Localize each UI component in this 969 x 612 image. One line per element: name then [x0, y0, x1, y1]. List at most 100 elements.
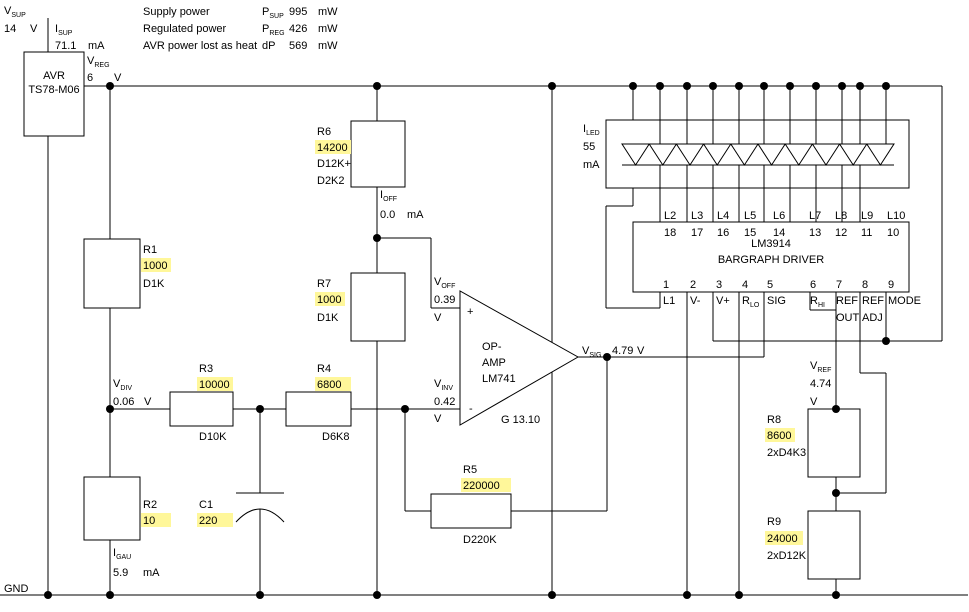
vsup-symbol: VSUP [4, 5, 26, 19]
r6-box [350, 120, 406, 188]
driver-bottom-pin-number: 8 [862, 279, 868, 291]
opamp-gain: G 13.10 [501, 414, 540, 426]
r9-code: 2xD12K [767, 550, 807, 562]
isup-unit: mA [88, 40, 105, 52]
junction-dot [603, 353, 611, 361]
driver-name: LM3914 [751, 238, 791, 250]
isup-value: 71.1 [55, 40, 76, 52]
driver-bottom-pin-number: 3 [716, 279, 722, 291]
iled-value: 55 [583, 141, 595, 153]
junction-dot [735, 82, 743, 90]
vref-unit: V [810, 396, 818, 408]
driver-bottom-label: RLO [742, 295, 760, 309]
driver-top-label: L9 [861, 210, 873, 222]
driver-bottom-label: MODE [888, 295, 921, 307]
junction-dot [882, 337, 890, 345]
iled-symbol: ILED [583, 123, 600, 137]
voff-value: 0.39 [434, 294, 455, 306]
junction-dot [683, 82, 691, 90]
c1-value: 220 [199, 515, 217, 527]
vsig-value: 4.79 [612, 345, 633, 357]
driver-bottom-label: L1 [663, 295, 675, 307]
led-diode [648, 143, 678, 166]
r1-value: 1000 [143, 260, 167, 272]
driver-top-label: L6 [773, 210, 785, 222]
driver-bottom-label: SIG [767, 295, 786, 307]
iled-unit: mA [583, 159, 600, 171]
driver-bottom-pin-number: 2 [690, 279, 696, 291]
driver-top-pin-number: 11 [861, 227, 872, 239]
r1-value-highlight [141, 258, 171, 272]
junction-dot [373, 234, 381, 242]
r7-value: 1000 [317, 294, 341, 306]
junction-dot [106, 82, 114, 90]
r3-value-highlight [197, 377, 233, 391]
r9-name: R9 [767, 516, 781, 528]
vref-value: 4.74 [810, 378, 831, 390]
junction-dot [882, 82, 890, 90]
vreg-unit: V [114, 72, 122, 84]
opamp-label-line1: OP- [482, 341, 502, 353]
r8-name: R8 [767, 414, 781, 426]
r9-value-highlight [765, 531, 803, 545]
r7-box [350, 272, 406, 342]
ioff-symbol: IOFF [380, 189, 397, 203]
r4-value-highlight [315, 377, 351, 391]
driver-box [632, 221, 910, 293]
driver-bottom-label: V+ [716, 295, 730, 307]
driver-bottom-pin-number: 4 [742, 279, 748, 291]
driver-top-pins [659, 86, 887, 222]
ioff-unit: mA [407, 209, 424, 221]
led-diode [811, 143, 841, 166]
driver-bottom-pin-number: 1 [663, 279, 669, 291]
r8-value-highlight [765, 428, 795, 442]
driver-bottom-label-line2: OUT [836, 312, 860, 324]
igau-unit: mA [143, 567, 160, 579]
r3-name: R3 [199, 363, 213, 375]
vdiv-value: 0.06 [113, 396, 134, 408]
driver-bottom-pin-number: 7 [836, 279, 842, 291]
r6-code1: D12K+ [317, 158, 351, 170]
junction-dot [760, 82, 768, 90]
r5-name: R5 [463, 464, 477, 476]
junction-dot [683, 591, 691, 599]
regulator-label-line2: TS78-M06 [28, 84, 79, 96]
junction-dot [401, 405, 409, 413]
r8-value: 8600 [767, 430, 791, 442]
driver-bottom-pin-number: 5 [767, 279, 773, 291]
r2-value-highlight [141, 513, 171, 527]
r6-code2: D2K2 [317, 175, 345, 187]
r8-code: 2xD4K3 [767, 447, 806, 459]
r6-value: 14200 [317, 142, 348, 154]
vinv-symbol: VINV [434, 378, 453, 392]
r3-code: D10K [199, 431, 227, 443]
vsup-unit: V [30, 23, 38, 35]
led-diode [865, 143, 895, 166]
r3-box [169, 391, 234, 427]
isup-symbol: ISUP [55, 23, 73, 37]
opamp-plus-sign: + [467, 306, 473, 318]
led-array [621, 143, 895, 166]
r1-box [83, 238, 141, 309]
r8-box [807, 408, 861, 478]
junction-dot [106, 591, 114, 599]
r5-value-highlight [461, 478, 511, 492]
junction-dot [373, 82, 381, 90]
junction-dot [786, 82, 794, 90]
junction-dot [106, 405, 114, 413]
driver-top-pin-number: 14 [773, 227, 785, 239]
voff-unit: V [434, 312, 442, 324]
junction-dot [373, 591, 381, 599]
junction-dots [44, 82, 890, 599]
ioff-value: 0.0 [380, 209, 395, 221]
led-diode [729, 143, 759, 166]
led-bar-box [605, 119, 910, 189]
driver-top-label: L7 [809, 210, 821, 222]
opamp-label-line3: LM741 [482, 373, 516, 385]
led-diode [702, 143, 732, 166]
opamp-label-line2: AMP [482, 357, 506, 369]
